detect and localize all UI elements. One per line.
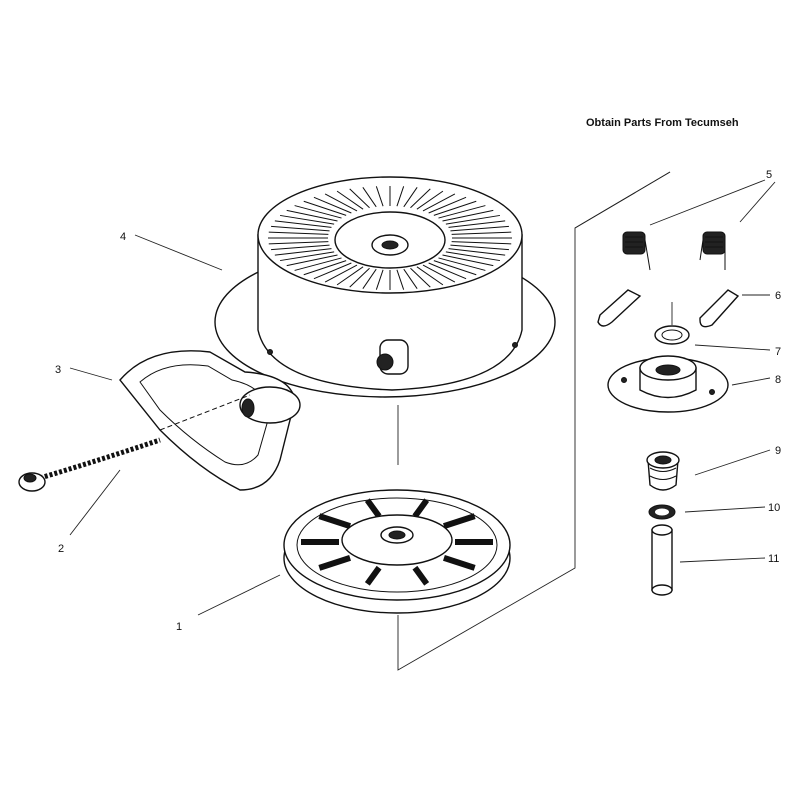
callout-7: 7 — [775, 346, 781, 358]
spring-left — [622, 231, 651, 271]
leader-lines — [69, 179, 776, 616]
pulley-spokes — [301, 498, 493, 586]
explode-frame-lines — [397, 171, 671, 671]
callout-2: 2 — [58, 543, 64, 555]
retainer — [607, 355, 729, 413]
leader-10 — [684, 506, 766, 513]
callout-1: 1 — [176, 621, 182, 633]
leader-11 — [679, 557, 766, 563]
callout-6: 6 — [775, 290, 781, 302]
leader-3 — [69, 367, 113, 381]
brake-spring — [646, 451, 680, 491]
spring-right — [699, 231, 726, 270]
starter-pawls — [597, 289, 740, 328]
callout-5: 5 — [766, 169, 772, 181]
leader-8 — [731, 377, 771, 386]
callout-11: 11 — [768, 553, 779, 565]
center-pin — [651, 524, 673, 596]
leader-7 — [694, 344, 771, 351]
leader-1 — [197, 574, 281, 616]
leader-2 — [69, 469, 121, 536]
parts-source-note: Obtain Parts From Tecumseh — [586, 117, 739, 129]
washer-7 — [654, 325, 690, 345]
washer-10 — [648, 504, 676, 520]
callout-labels: 1 2 3 4 5 6 7 8 9 10 11 — [55, 169, 781, 633]
callout-3: 3 — [55, 364, 61, 376]
housing-ribs — [268, 186, 512, 290]
leader-5b — [739, 181, 776, 223]
callout-10: 10 — [768, 502, 780, 514]
leader-4 — [134, 234, 223, 271]
starter-housing — [214, 176, 556, 398]
pawl-springs — [622, 231, 726, 271]
starter-handle — [119, 350, 301, 491]
starter-pulley — [283, 489, 511, 614]
leader-9 — [694, 449, 771, 476]
callout-9: 9 — [775, 445, 781, 457]
leader-5a — [649, 179, 766, 226]
callout-4: 4 — [120, 231, 126, 243]
callout-8: 8 — [775, 374, 781, 386]
starter-rope — [18, 437, 161, 492]
